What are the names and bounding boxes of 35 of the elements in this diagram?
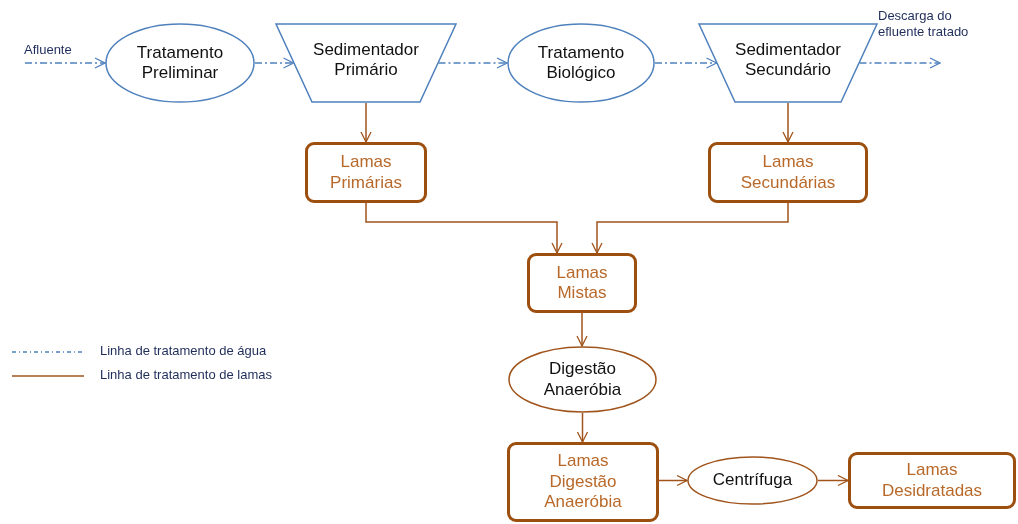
arrow	[254, 57, 295, 69]
arrow	[576, 412, 589, 443]
node-label: Sedimentador Secundário	[734, 39, 842, 81]
node-label: Sedimentador Primário	[312, 39, 420, 81]
process-ellipse	[105, 23, 255, 103]
node-label: Centrífuga	[712, 470, 793, 491]
node-label: Digestão Anaeróbia	[542, 359, 623, 400]
node-label: Lamas Digestão Anaeróbia	[543, 451, 623, 513]
node-label: Lamas Desidratadas	[880, 460, 984, 501]
process-ellipse	[507, 23, 655, 103]
arrow	[591, 202, 789, 254]
sludge-box	[708, 142, 868, 203]
sludge-box	[305, 142, 427, 203]
sedimentation-tank-shape	[275, 23, 457, 103]
arrow	[817, 474, 849, 487]
arrow	[24, 57, 106, 69]
node-label: Lamas Primárias	[329, 152, 403, 193]
node-label: Tratamento Preliminar	[135, 42, 225, 84]
arrow	[654, 57, 718, 69]
arrow	[576, 312, 588, 347]
legend-label: Linha de tratamento de água	[100, 343, 267, 358]
sludge-box	[507, 442, 659, 522]
process-ellipse	[508, 346, 657, 413]
arrow	[658, 474, 688, 487]
arrow	[365, 202, 563, 254]
sludge-box	[527, 253, 637, 313]
legend-label: Linha de tratamento de lamas	[100, 367, 272, 382]
arrow	[782, 102, 794, 143]
node-label: Tratamento Biológico	[536, 42, 626, 84]
node-label: Lamas Secundárias	[739, 152, 837, 193]
node-label: Lamas Mistas	[555, 262, 609, 304]
sedimentation-tank-shape	[698, 23, 878, 103]
sludge-box	[848, 452, 1016, 509]
process-ellipse	[687, 456, 818, 505]
arrow	[360, 102, 372, 143]
